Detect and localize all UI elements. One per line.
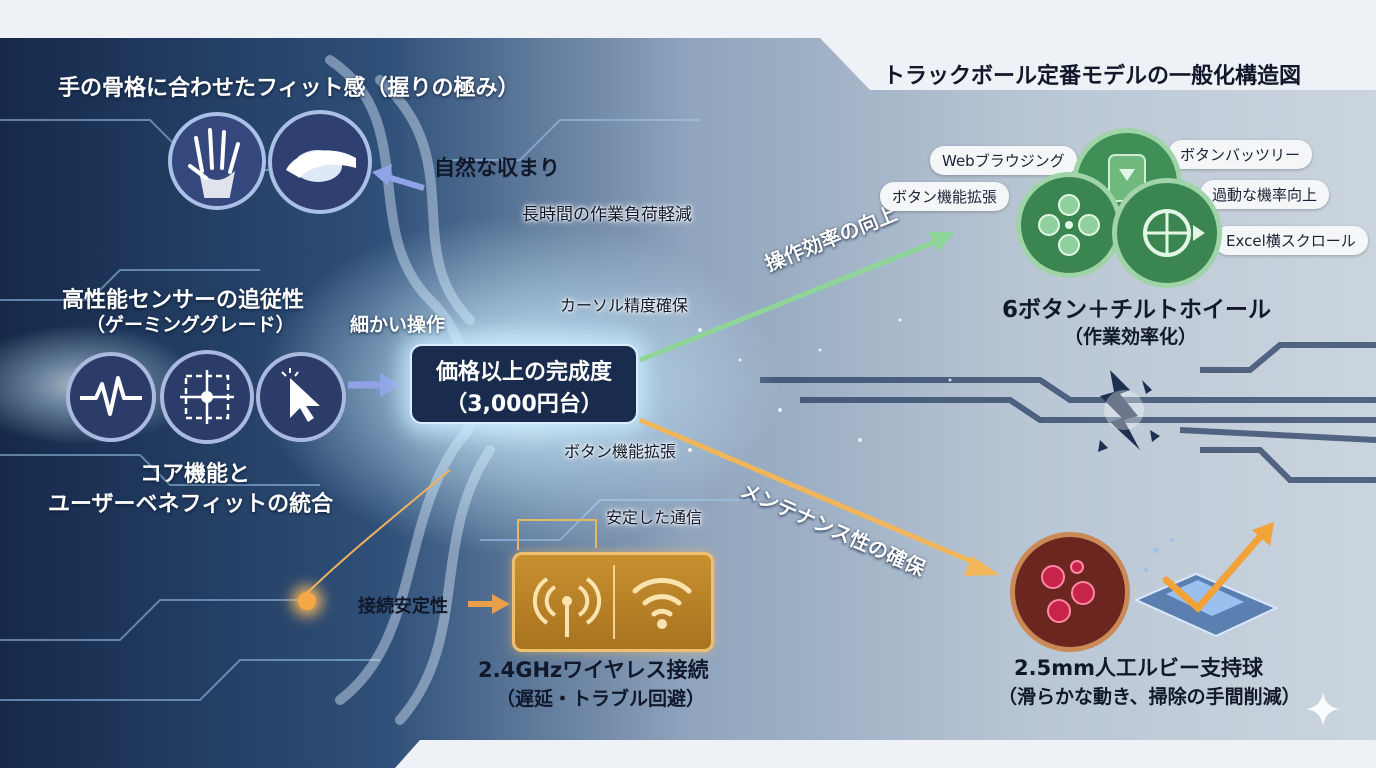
sensor-subtitle: （ゲーミンググレード） — [86, 314, 295, 336]
chip-button-ext: ボタン機能拡張 — [880, 182, 1010, 211]
wireless-box — [512, 552, 714, 652]
chip-button-battery: ボタンバッツリー — [1168, 140, 1313, 169]
sensor-grid-icon — [160, 350, 254, 444]
scroll-wheel-icon — [1112, 178, 1222, 288]
hub-price: （3,000円台） — [445, 392, 603, 417]
chip-excel-scroll: Excel横スクロール — [1214, 226, 1368, 255]
hand-bones-icon — [168, 112, 266, 210]
conn-arrow — [468, 594, 510, 614]
top-right-title: 6ボタン＋チルトホイール — [1002, 297, 1272, 323]
fatigue-label: 長時間の作業負荷軽減 — [522, 205, 692, 225]
ruby-title: 2.5mm人工ルビー支持球 — [1014, 656, 1263, 680]
crack-icon — [1098, 370, 1160, 452]
hand-grip-icon — [268, 110, 372, 214]
hub-title: 価格以上の完成度 — [435, 360, 612, 385]
sensor-title: 高性能センサーの追従性 — [62, 288, 305, 313]
button-ext-label: ボタン機能拡張 — [564, 442, 677, 461]
top-right-subtitle: （作業効率化） — [1064, 326, 1198, 348]
integration-title: コア機能と — [140, 462, 251, 487]
conn-stability-label: 接続安定性 — [358, 596, 448, 617]
cursor-label: カーソル精度確保 — [560, 296, 689, 315]
wireless-title: 2.4GHzワイヤレス接続 — [478, 658, 709, 682]
pulse-icon — [66, 352, 156, 442]
ruby-balls-icon — [1010, 532, 1130, 652]
grip-side-label: 自然な収まり — [434, 156, 560, 180]
integration-subtitle: ユーザーベネフィットの統合 — [48, 492, 334, 517]
smooth-surface-icon — [1133, 522, 1279, 638]
cursor-icon — [256, 352, 346, 442]
diagram-title: トラックボール定番モデルの一般化構造図 — [883, 64, 1302, 89]
grip-title: 手の骨格に合わせたフィット感（握りの極み） — [58, 76, 520, 101]
chip-web-browsing: Webブラウジング — [930, 146, 1077, 175]
sensor-arrow — [348, 373, 400, 397]
wireless-divider — [613, 565, 615, 639]
natural-fit-arrow — [372, 164, 425, 191]
button-cluster-icon — [1016, 172, 1122, 278]
ruby-subtitle: （滑らかな動き、掃除の手間削減） — [998, 686, 1301, 708]
wireless-subtitle: （遅延・トラブル回避） — [496, 688, 706, 710]
center-hub: 価格以上の完成度 （3,000円台） — [410, 344, 638, 424]
sparkle-icon — [1306, 692, 1340, 726]
chip-efficiency-up: 過動な機率向上 — [1200, 180, 1330, 209]
sensor-side-label: 細かい操作 — [350, 314, 446, 336]
connection-dot — [298, 592, 316, 610]
antenna-icon — [532, 577, 602, 637]
stable-comm-label: 安定した通信 — [606, 508, 703, 527]
wifi-icon — [632, 578, 692, 629]
